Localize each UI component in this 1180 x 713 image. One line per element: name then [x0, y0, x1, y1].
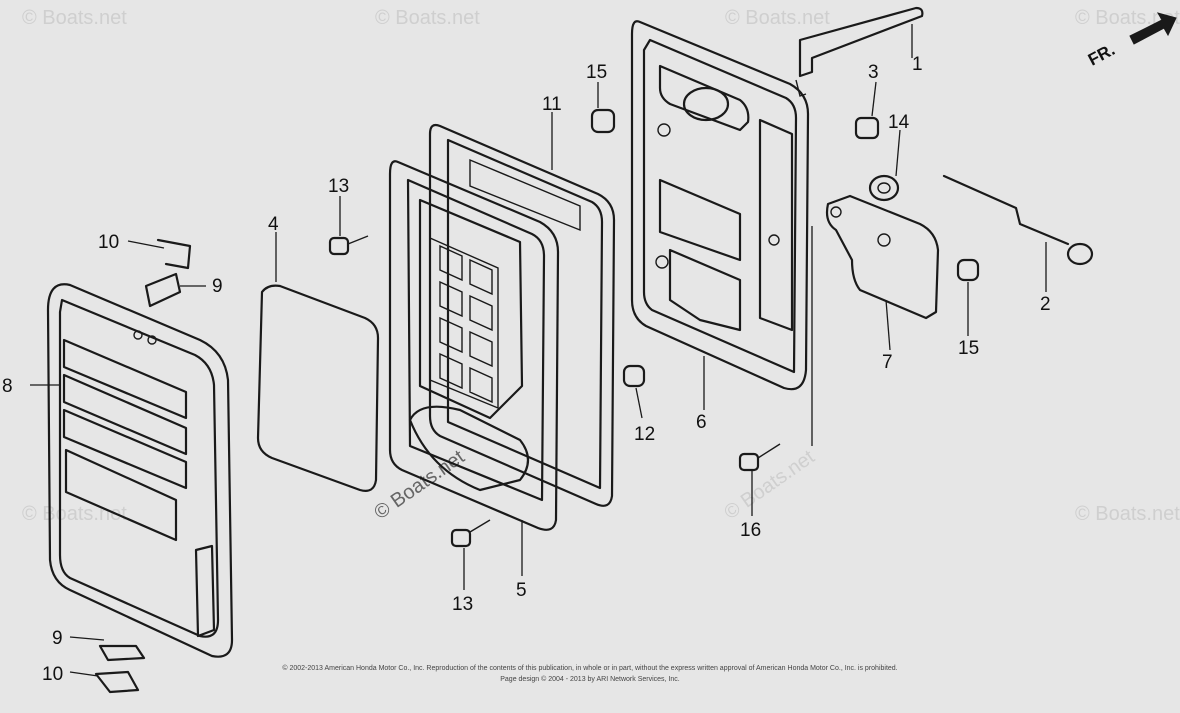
callout-9: 9	[52, 628, 63, 649]
part-11-case-gasket	[428, 123, 616, 507]
callout-9: 9	[212, 276, 223, 297]
callout-16: 16	[740, 520, 761, 541]
part-2-rod	[942, 174, 1094, 266]
part-6-air-cleaner-base	[630, 20, 810, 391]
page-design-text: Page design © 2004 - 2013 by ARI Network…	[500, 675, 680, 683]
part-8-air-cleaner-cover	[46, 283, 234, 658]
watermark: © Boats.net	[1075, 503, 1180, 525]
leader-lines	[30, 24, 1047, 677]
part-9-clip	[98, 272, 182, 662]
copyright-text: © 2002-2013 American Honda Motor Co., In…	[282, 664, 897, 672]
callout-15: 15	[958, 338, 979, 359]
callout-14: 14	[888, 112, 910, 133]
part-1-breather-tube	[795, 6, 924, 97]
part-13-bolt	[328, 235, 491, 548]
part-3-nut	[854, 116, 880, 140]
callout-10: 10	[98, 232, 119, 253]
watermark: © Boats.net	[22, 7, 127, 29]
callout-2: 2	[1040, 294, 1051, 315]
watermark: © Boats.net	[725, 7, 830, 29]
part-15-nut	[590, 108, 980, 282]
part-10-clip	[94, 238, 192, 694]
watermark: © Boats.net	[22, 503, 127, 525]
watermark: © Boats.net	[370, 446, 469, 524]
callout-11: 11	[542, 94, 562, 115]
callout-10: 10	[42, 664, 63, 685]
part-12-collar	[622, 364, 646, 388]
callout-13: 13	[328, 176, 349, 197]
part-14-grommet	[868, 174, 900, 202]
watermark: © Boats.net	[1075, 7, 1180, 29]
callout-1: 1	[912, 54, 923, 75]
callout-numbers: 1 2 3 4 5 6 7 8 9 9 10 10 11 12 13 13 14…	[2, 54, 1051, 685]
part-7-bracket	[825, 194, 940, 320]
direction-label: FR.	[1085, 40, 1118, 70]
callout-8: 8	[2, 376, 13, 397]
watermark: © Boats.net	[375, 7, 480, 29]
callout-12: 12	[634, 424, 655, 445]
callout-7: 7	[882, 352, 893, 373]
callout-6: 6	[696, 412, 707, 433]
part-5-element-case	[388, 160, 560, 531]
callout-13: 13	[452, 594, 473, 615]
callout-5: 5	[516, 580, 527, 601]
part-4-filter-element	[256, 284, 380, 492]
part-16-bolt	[738, 443, 781, 472]
callout-4: 4	[268, 214, 279, 235]
callout-15: 15	[586, 62, 607, 83]
callout-3: 3	[868, 62, 879, 83]
watermark: © Boats.net	[720, 446, 819, 524]
